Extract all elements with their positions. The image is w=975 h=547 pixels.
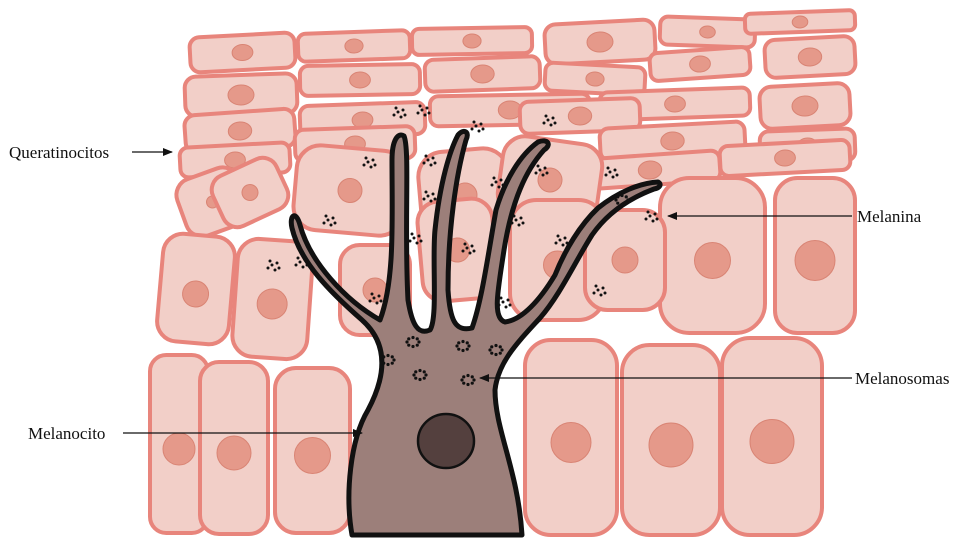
keratinocyte-9 xyxy=(424,56,540,92)
keratinocyte-17 xyxy=(759,83,851,130)
keratinocyte-nucleus xyxy=(163,433,195,465)
keratinocyte-42 xyxy=(622,345,720,535)
keratinocyte-nucleus xyxy=(568,107,592,126)
keratinocyte-11 xyxy=(649,47,751,82)
keratinocyte-nucleus xyxy=(470,65,494,84)
melanosomes-label: Melanosomas xyxy=(855,369,949,388)
keratinocyte-nucleus xyxy=(795,241,835,281)
keratinocyte-43 xyxy=(722,338,822,535)
keratinocyte-nucleus xyxy=(349,72,370,88)
keratinocytes-label: Queratinocitos xyxy=(9,143,109,162)
melanocyte-label: Melanocito xyxy=(28,424,105,443)
keratinocyte-39 xyxy=(200,362,268,534)
keratinocyte-2 xyxy=(298,30,411,62)
keratinocyte-40 xyxy=(275,368,350,533)
keratinocyte-nucleus xyxy=(217,436,251,470)
keratinocyte-32 xyxy=(155,232,236,346)
keratinocyte-24 xyxy=(719,140,850,177)
melanocyte-nucleus xyxy=(418,414,474,468)
keratinocyte-31 xyxy=(775,178,855,333)
keratinocyte-nucleus xyxy=(699,26,715,39)
keratinocyte-5 xyxy=(660,16,756,47)
keratinocyte-nucleus xyxy=(463,34,481,48)
keratinocyte-3 xyxy=(412,27,532,55)
keratinocyte-nucleus xyxy=(295,438,331,474)
keratinocyte-nucleus xyxy=(551,423,591,463)
keratinocyte-6 xyxy=(745,10,856,34)
keratinocyte-41 xyxy=(525,340,617,535)
keratinocyte-nucleus xyxy=(695,243,731,279)
keratinocyte-nucleus xyxy=(228,85,255,106)
keratinocyte-nucleus xyxy=(345,39,364,54)
keratinocyte-nucleus xyxy=(792,16,808,29)
keratinocyte-nucleus xyxy=(586,72,605,87)
keratinocyte-nucleus xyxy=(750,420,794,464)
keratinocyte-nucleus xyxy=(664,96,685,113)
keratinocyte-nucleus xyxy=(649,423,693,467)
keratinocyte-8 xyxy=(300,64,421,96)
keratinocyte-12 xyxy=(764,36,856,79)
keratinocyte-4 xyxy=(544,19,656,65)
keratinocyte-30 xyxy=(660,178,765,333)
keratinocyte-nucleus xyxy=(612,247,638,273)
keratinocyte-1 xyxy=(189,32,296,72)
melanin-label: Melanina xyxy=(857,207,922,226)
